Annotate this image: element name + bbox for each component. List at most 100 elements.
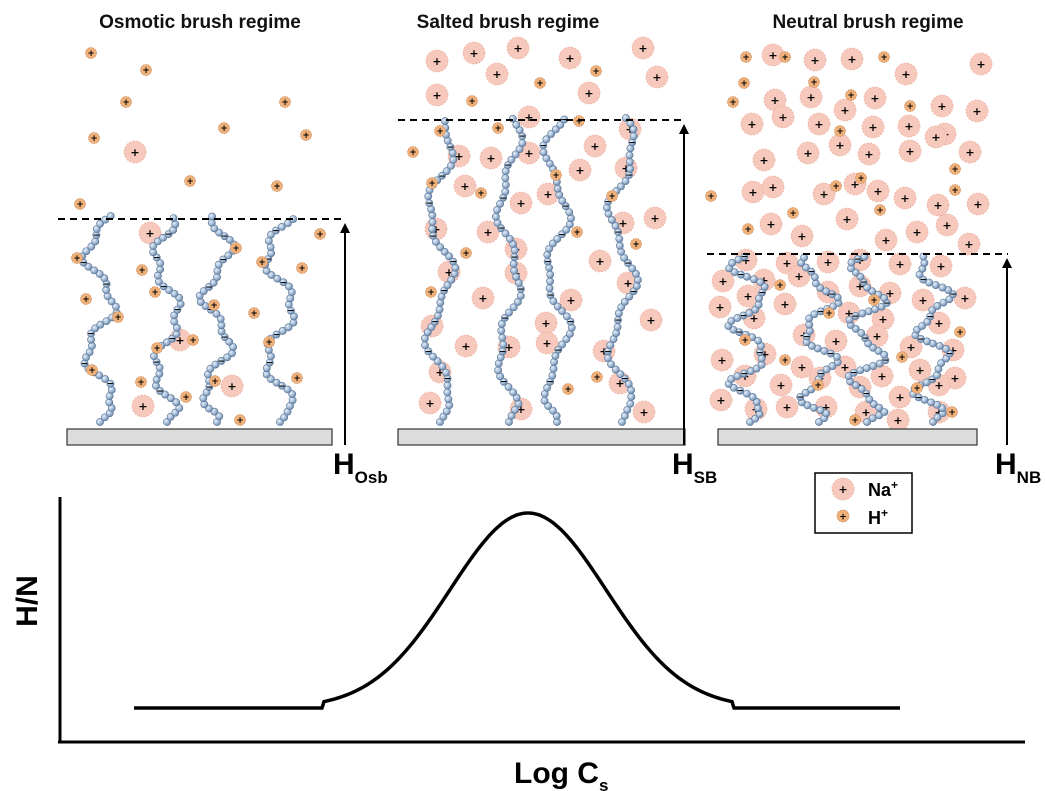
svg-text:+: + — [638, 42, 647, 55]
hydrogen-ion-icon: + — [836, 509, 850, 523]
height-label-salted: HSB — [672, 448, 717, 487]
sodium-ion: + — [958, 140, 982, 164]
hydrogen-ion: + — [425, 286, 437, 298]
sodium-ion: + — [709, 388, 733, 412]
svg-text:+: + — [864, 148, 873, 161]
sodium-ion: + — [763, 88, 787, 112]
sodium-ion: + — [509, 191, 533, 215]
svg-text:−: − — [756, 348, 764, 358]
svg-text:+: + — [462, 249, 469, 259]
svg-text:+: + — [436, 127, 443, 137]
svg-text:−: − — [544, 258, 552, 268]
polymer-chain: −−−−−−−− — [844, 252, 891, 438]
hydrogen-ion: + — [434, 125, 446, 137]
svg-text:+: + — [906, 102, 913, 112]
sodium-ion: + — [911, 288, 935, 312]
hydrogen-ion: + — [738, 77, 750, 89]
hydrogen-ion: + — [475, 187, 487, 199]
svg-text:+: + — [718, 275, 727, 288]
svg-text:+: + — [948, 408, 955, 418]
svg-text:−: − — [854, 255, 862, 265]
sodium-ion: + — [534, 311, 558, 335]
svg-text:+: + — [781, 53, 788, 63]
sodium-ion: + — [710, 348, 734, 372]
hydrogen-ion: + — [407, 146, 419, 158]
hydrogen-ion: + — [774, 279, 786, 291]
svg-text:+: + — [281, 98, 288, 108]
svg-text:+: + — [872, 330, 881, 343]
hydrogen-ion: + — [878, 51, 890, 63]
sodium-ion: + — [506, 36, 530, 60]
hydrogen-ion: + — [80, 293, 92, 305]
sodium-ion: + — [131, 394, 155, 418]
hydrogen-ion: + — [896, 351, 908, 363]
hydrogen-ion: + — [426, 177, 438, 189]
svg-text:−: − — [107, 380, 115, 390]
polymer-chain: −−−−−−−−−− — [539, 116, 576, 438]
sodium-ion: + — [123, 140, 147, 164]
svg-text:−: − — [604, 198, 612, 208]
svg-text:−: − — [218, 357, 226, 367]
svg-text:+: + — [851, 416, 858, 426]
hydrogen-ion: + — [184, 175, 196, 187]
sodium-ion: + — [807, 112, 831, 136]
svg-text:−: − — [860, 278, 868, 288]
sodium-ion: + — [897, 114, 921, 138]
svg-text:+: + — [265, 338, 272, 348]
svg-text:+: + — [478, 292, 487, 305]
sodium-ion: + — [418, 391, 442, 415]
svg-text:+: + — [973, 198, 982, 211]
svg-text:−: − — [740, 370, 748, 380]
svg-text:−: − — [449, 258, 457, 268]
panel-title-neutral: Neutral brush regime — [772, 12, 963, 33]
svg-text:+: + — [748, 186, 757, 199]
svg-text:−: − — [429, 232, 437, 242]
hydrogen-ion: + — [492, 122, 504, 134]
svg-text:+: + — [73, 254, 80, 264]
sodium-ion: + — [863, 86, 887, 110]
svg-text:−: − — [174, 306, 182, 316]
svg-text:+: + — [861, 406, 870, 419]
sodium-ion: + — [485, 62, 509, 86]
svg-text:+: + — [842, 213, 851, 226]
svg-text:−: − — [736, 328, 744, 338]
sodium-ion: + — [769, 373, 793, 397]
hydrogen-ion: + — [946, 406, 958, 418]
sodium-ion: + — [857, 142, 881, 166]
hydrogen-ion: + — [590, 65, 602, 77]
sodium-ion: + — [888, 252, 912, 276]
svg-text:+: + — [905, 145, 914, 158]
hydrogen-ion: + — [296, 262, 308, 274]
hydrogen-ion: + — [808, 76, 820, 88]
hydrogen-ion: + — [112, 311, 124, 323]
svg-text:+: + — [87, 49, 94, 59]
sodium-ion: + — [708, 295, 732, 319]
sodium-ion: + — [790, 355, 814, 379]
svg-text:+: + — [639, 406, 648, 419]
svg-text:+: + — [211, 377, 218, 387]
svg-text:+: + — [778, 111, 787, 124]
svg-text:+: + — [575, 117, 582, 127]
svg-text:+: + — [868, 121, 877, 134]
svg-text:+: + — [906, 341, 915, 354]
svg-text:+: + — [781, 356, 788, 366]
sodium-ion: + — [908, 358, 932, 382]
polymer-chain: −−−−−−− — [149, 214, 185, 438]
svg-text:+: + — [876, 206, 883, 216]
svg-text:−: − — [630, 287, 638, 297]
svg-text:+: + — [803, 147, 812, 160]
hydrogen-ion: + — [911, 382, 923, 394]
svg-text:−: − — [207, 306, 215, 316]
svg-text:+: + — [893, 414, 902, 427]
svg-text:−: − — [425, 347, 433, 357]
svg-text:+: + — [182, 393, 189, 403]
svg-text:+: + — [759, 274, 768, 287]
hydrogen-ion: + — [85, 47, 97, 59]
svg-text:+: + — [951, 186, 958, 196]
svg-text:+: + — [138, 400, 147, 413]
sodium-ion: + — [840, 47, 864, 71]
svg-text:+: + — [469, 47, 478, 60]
sodium-ion: + — [759, 212, 783, 236]
sodium-ion: + — [220, 374, 244, 398]
